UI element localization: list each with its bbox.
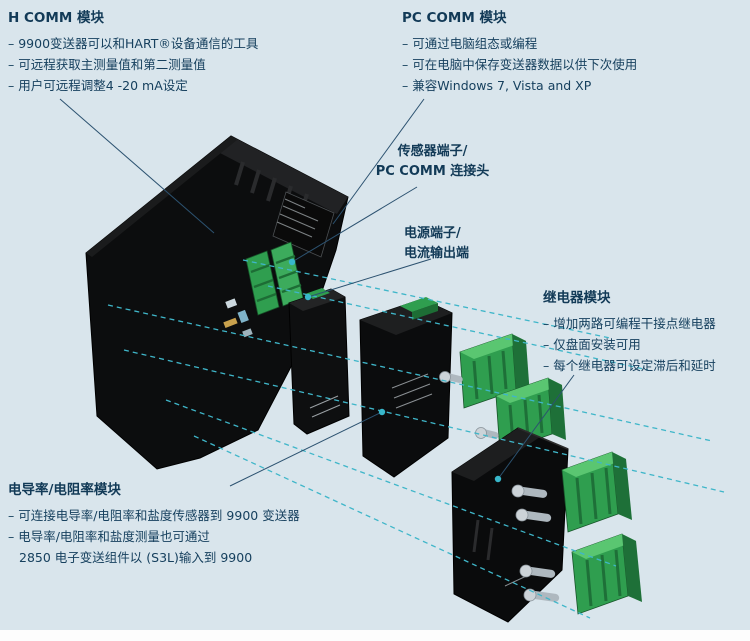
h-comm-item: – 用户可远程调整4 -20 mA设定 xyxy=(8,78,188,94)
exploded-guide-lines xyxy=(107,259,725,619)
callout-conductivity-module: 电导率/电阻率模块 – 可连接电导率/电阻率和盐度传感器到 9900 变送器 –… xyxy=(8,482,368,568)
sensor-terminal-line1: 传感器端子/ xyxy=(397,144,468,159)
transmitter-bezel-edge xyxy=(86,136,237,257)
h-comm-item: – 可远程获取主测量值和第二测量值 xyxy=(8,56,206,72)
conductivity-item: – 可连接电导率/电阻率和盐度传感器到 9900 变送器 xyxy=(8,507,300,523)
comm-option-module xyxy=(359,297,453,478)
callout-h-comm-module: H COMM 模块 – 9900变送器可以和HART®设备通信的工具 – 可远程… xyxy=(8,10,353,96)
conductivity-item: 2850 电子变送组件以 (S3L)输入到 9900 xyxy=(19,550,253,566)
callout-leader-lines xyxy=(59,98,575,487)
conductivity-title: 电导率/电阻率模块 xyxy=(8,482,121,498)
circuit-board-components xyxy=(223,298,253,338)
callout-pc-comm-module: PC COMM 模块 – 可通过电脑组态或编程 – 可在电脑中保存变送器数据以供… xyxy=(402,10,747,96)
leader-conductivity xyxy=(229,411,383,487)
relay-item: – 每个继电器可设定滞后和延时 xyxy=(543,358,716,374)
relay-module-body xyxy=(451,427,569,623)
relay-terminal-upper xyxy=(511,451,632,533)
page-bottom-margin xyxy=(0,630,750,641)
label-power-terminal: 电源端子/ 电流输出端 xyxy=(404,224,524,264)
conductivity-module-plate xyxy=(288,288,350,435)
pc-comm-title: PC COMM 模块 xyxy=(402,10,507,26)
terminal-screw xyxy=(519,564,556,578)
sensor-terminal-line2: PC COMM 连接头 xyxy=(375,164,490,180)
transmitter-top-face xyxy=(220,136,348,214)
h-comm-title: H COMM 模块 xyxy=(8,10,104,26)
power-terminal-line2: 电流输出端 xyxy=(404,246,470,262)
spec-label-plate xyxy=(272,191,335,258)
leader-pc-comm xyxy=(332,98,425,225)
leader-relay xyxy=(497,374,575,480)
relay-item: – 增加两路可编程干接点继电器 xyxy=(543,315,716,331)
relay-terminal-lower xyxy=(519,533,642,615)
leader-sensor-terminal xyxy=(291,186,418,263)
main-terminal-blocks xyxy=(245,241,304,316)
pc-comm-item: – 兼容Windows 7, Vista and XP xyxy=(402,78,592,94)
callout-relay-module: 继电器模块 – 增加两路可编程干接点继电器 – 仅盘面安装可用 – 每个继电器可… xyxy=(543,290,748,376)
pc-comm-item: – 可通过电脑组态或编程 xyxy=(402,35,538,51)
leader-power-terminal xyxy=(307,258,432,298)
terminal-screw xyxy=(515,508,552,522)
label-sensor-terminal: 传感器端子/ PC COMM 连接头 xyxy=(360,142,505,182)
leader-endpoint-dots xyxy=(288,258,502,483)
terminal-screw xyxy=(511,484,548,498)
h-comm-item: – 9900变送器可以和HART®设备通信的工具 xyxy=(8,35,259,51)
leader-h-comm xyxy=(59,98,215,234)
pc-comm-item: – 可在电脑中保存变送器数据以供下次使用 xyxy=(402,56,638,72)
conductivity-item: – 电导率/电阻率和盐度测量也可通过 xyxy=(8,528,210,544)
transmitter-rear-unit xyxy=(85,135,349,470)
relay-item: – 仅盘面安装可用 xyxy=(543,336,641,352)
power-terminal-line1: 电源端子/ xyxy=(404,226,461,241)
relay-title: 继电器模块 xyxy=(543,290,611,306)
relay-plug-upper xyxy=(459,333,530,409)
